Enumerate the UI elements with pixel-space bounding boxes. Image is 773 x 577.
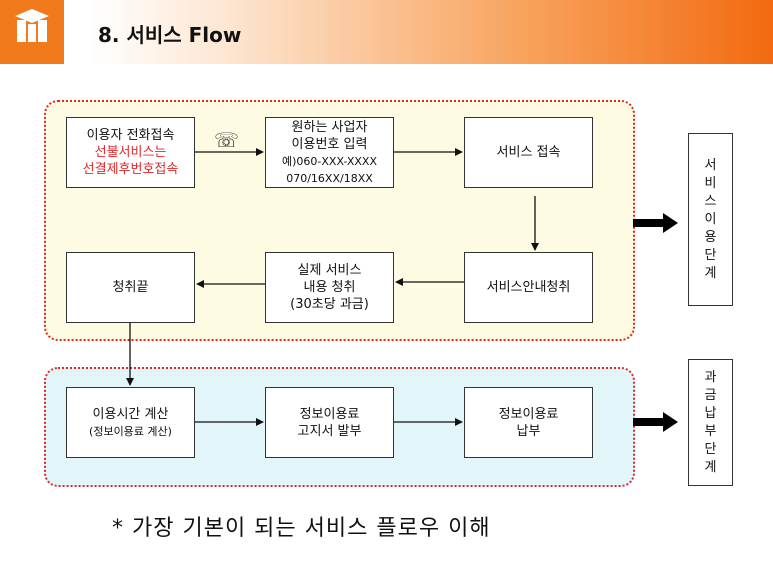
- box-text: 실제 서비스: [297, 263, 362, 278]
- bold-arrow-billing-stage: [633, 412, 678, 432]
- box-text: 서비스 접속: [496, 145, 561, 160]
- flow-box-usage-time-calc: 이용시간 계산 (정보이용료 계산): [66, 387, 195, 458]
- box-text: 이용시간 계산: [92, 406, 169, 422]
- flow-box-service-guide: 서비스안내청취: [464, 252, 593, 323]
- box-text-highlight: 선불서비스는: [94, 145, 167, 160]
- side-label-char: 부: [704, 423, 717, 439]
- page-title: 8. 서비스 Flow: [98, 23, 242, 47]
- box-text-highlight: 선결제후번호접속: [82, 162, 179, 177]
- footer-note: * 가장 기본이 되는 서비스 플로우 이해: [112, 516, 491, 541]
- side-label-char: 납: [704, 405, 717, 421]
- side-label-char: 스: [704, 193, 717, 209]
- flow-box-number-input: 원하는 사업자 이용번호 입력 예)060-XXX-XXXX 070/16XX/…: [265, 117, 394, 188]
- side-label-char: 비: [704, 175, 717, 191]
- company-logo: [0, 0, 64, 64]
- box-text: 내용 청취: [303, 280, 356, 295]
- box-text: 고지서 발부: [297, 423, 362, 439]
- bold-arrow-usage-stage: [633, 213, 678, 233]
- side-label-billing-stage: 과 금 납 부 단 계: [688, 359, 733, 486]
- box-text: 청취끝: [112, 280, 149, 295]
- box-text: 이용번호 입력: [291, 136, 368, 152]
- side-label-char: 계: [704, 265, 717, 281]
- side-label-char: 서: [704, 157, 717, 173]
- box-text: (30초당 과금): [290, 297, 369, 312]
- box-text: 이용자 전화접속: [86, 128, 175, 143]
- side-label-usage-stage: 서 비 스 이 용 단 계: [688, 133, 733, 306]
- header-bar: 8. 서비스 Flow: [0, 0, 773, 64]
- flow-box-bill-payment: 정보이용료 납부: [464, 387, 593, 458]
- box-text: 정보이용료: [498, 406, 559, 422]
- side-label-char: 과: [704, 369, 717, 385]
- side-label-char: 금: [704, 387, 717, 403]
- flow-box-listen-end: 청취끝: [66, 252, 195, 323]
- box-text: (정보이용료 계산): [89, 424, 172, 438]
- box-text: 납부: [516, 423, 541, 439]
- flow-box-bill-issue: 정보이용료 고지서 발부: [265, 387, 394, 458]
- side-label-char: 이: [704, 211, 717, 227]
- side-label-char: 계: [704, 459, 717, 475]
- side-label-char: 단: [704, 441, 717, 457]
- box-text: 서비스안내청취: [486, 280, 571, 295]
- telephone-icon: ☏: [214, 128, 240, 152]
- box-text: 070/16XX/18XX: [286, 171, 373, 185]
- flow-box-service-connect: 서비스 접속: [464, 117, 593, 188]
- box-text: 원하는 사업자: [291, 119, 368, 135]
- company-logo-icon: [15, 9, 49, 42]
- flow-box-actual-service: 실제 서비스 내용 청취 (30초당 과금): [265, 252, 394, 323]
- box-text: 정보이용료: [299, 406, 360, 422]
- side-label-char: 용: [704, 229, 717, 245]
- flow-box-user-call: 이용자 전화접속 선불서비스는 선결제후번호접속: [66, 117, 195, 188]
- side-label-char: 단: [704, 247, 717, 263]
- box-text: 예)060-XXX-XXXX: [282, 154, 377, 168]
